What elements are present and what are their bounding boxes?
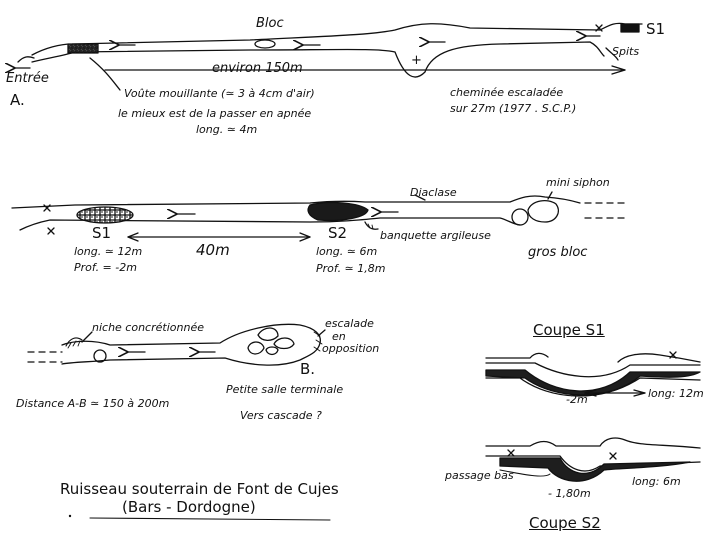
label-spits: Spits xyxy=(612,45,640,58)
coupe-s2-passage: passage bas xyxy=(445,469,514,482)
coupe-s1-water xyxy=(485,369,701,396)
voute-mouillante-sump xyxy=(67,43,99,54)
label-diaclase: Diaclase xyxy=(410,186,457,199)
label-voute-2: le mieux est de la passer en apnée xyxy=(118,107,312,120)
label-escalade-1: escalade xyxy=(325,317,374,330)
label-cascade: Vers cascade ? xyxy=(240,409,322,422)
diagram-a-gallery xyxy=(14,22,643,91)
label-voute-3: long. ≃ 4m xyxy=(196,123,258,136)
label-distance-40m: 40m xyxy=(196,241,230,259)
drawing-title-line2: (Bars - Dordogne) xyxy=(122,498,256,516)
label-s2-long: long. ≃ 6m xyxy=(316,245,378,258)
sump-s2 xyxy=(307,201,369,222)
diagram-middle-gallery xyxy=(11,191,626,242)
label-gros-bloc: gros bloc xyxy=(528,245,588,260)
sump-s1 xyxy=(76,206,134,224)
label-plus: + xyxy=(411,53,422,68)
coupe-s1-depth: -2m xyxy=(566,393,588,406)
label-s1-a: S1 xyxy=(646,20,666,38)
bloc-rock xyxy=(254,39,276,49)
label-cheminee-2: sur 27m (1977 . S.C.P.) xyxy=(450,102,577,115)
label-s1-long: long. ≃ 12m xyxy=(74,245,143,258)
label-distance-ab: Distance A-B ≃ 150 à 200m xyxy=(16,397,170,410)
label-cheminee-1: cheminée escaladée xyxy=(450,86,564,99)
diagram-b-letter: B. xyxy=(300,360,316,378)
label-escalade-2: en xyxy=(332,330,346,343)
coupe-s1-section xyxy=(485,351,701,397)
coupe-s1-title: Coupe S1 xyxy=(533,321,605,339)
diagram-b-gallery xyxy=(27,323,326,366)
label-s1-middle: S1 xyxy=(92,224,112,242)
label-niche: niche concrétionnée xyxy=(92,321,204,334)
label-mini-siphon: mini siphon xyxy=(546,176,610,189)
coupe-s2-depth: - 1,80m xyxy=(548,487,591,500)
niche-concretionnee xyxy=(65,337,83,347)
sump-s1-end xyxy=(620,23,640,33)
diagram-a-letter: A. xyxy=(10,91,25,109)
label-distance-a: environ 150m xyxy=(212,61,303,76)
gros-bloc-rock-1 xyxy=(511,208,529,226)
title-underline xyxy=(89,517,331,521)
label-s2: S2 xyxy=(328,224,348,242)
label-s1-prof: Prof. = -2m xyxy=(74,261,137,274)
label-s2-prof: Prof. ≃ 1,8m xyxy=(316,262,386,275)
coupe-s2-length: long: 6m xyxy=(632,475,681,488)
drawing-title-line1: Ruisseau souterrain de Font de Cujes xyxy=(60,480,339,498)
label-banquette: banquette argileuse xyxy=(380,229,491,242)
label-bloc: Bloc xyxy=(256,16,284,31)
label-entree: Entrée xyxy=(6,71,49,86)
coupe-s2-water xyxy=(499,457,691,482)
coupe-s1-length: long: 12m xyxy=(648,387,704,400)
label-escalade-3: opposition xyxy=(322,342,380,355)
label-petite-salle: Petite salle terminale xyxy=(226,383,344,396)
label-voute-1: Voûte mouillante (≃ 3 à 4cm d'air) xyxy=(124,87,315,100)
coupe-s2-section xyxy=(485,437,701,482)
gros-bloc-rock-2 xyxy=(527,199,560,223)
coupe-s2-title: Coupe S2 xyxy=(529,514,601,532)
